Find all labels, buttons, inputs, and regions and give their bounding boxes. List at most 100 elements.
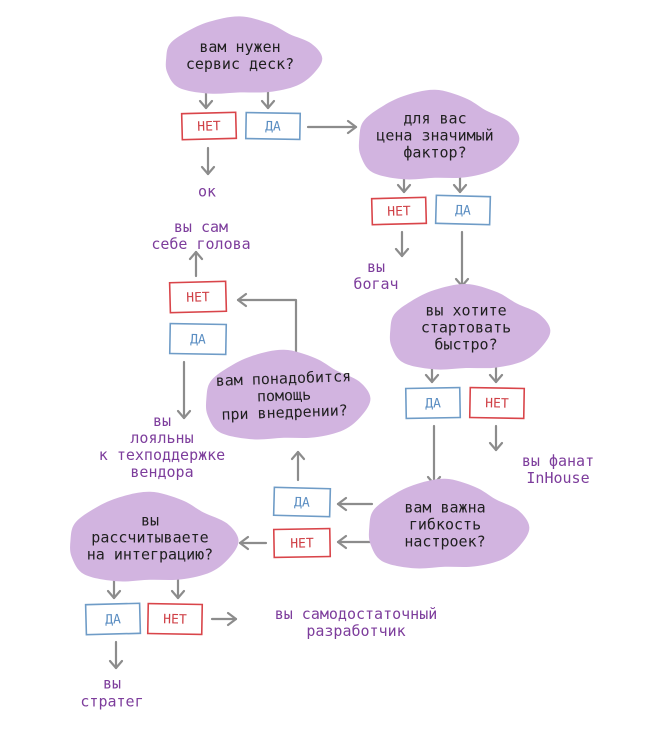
yes-box-q1-label: ДА <box>265 119 281 134</box>
question-text-q3-line-2: стартовать <box>421 319 511 337</box>
arrow-no-q3-to-inhouse <box>488 424 504 452</box>
outcome-own-head-line-2: себе голова <box>151 235 250 253</box>
question-bubble-q2 <box>358 89 520 180</box>
yes-box-q2: ДА <box>434 194 492 226</box>
no-box-q2-label: НЕТ <box>387 204 411 220</box>
no-box-q4: НЕТ <box>272 527 332 559</box>
outcome-loyal-line-2: лояльны <box>130 429 193 447</box>
yes-box-q5: ДА <box>168 322 228 356</box>
question-text-q4-line-1: вам важна <box>404 499 485 517</box>
answer-boxes-layer: НЕТ ДА НЕТ ДА ДА НЕТ НЕТ ДА ДА НЕТ ДА НЕТ <box>84 111 526 636</box>
outcome-rich-line-2: богач <box>353 275 398 293</box>
yes-box-q1: ДА <box>244 111 302 141</box>
no-box-q1-label: НЕТ <box>197 119 221 135</box>
outcome-inhouse-line-2: InHouse <box>526 469 589 487</box>
arrow-no-q6-to-selfsufficient <box>210 611 238 627</box>
question-bubble-q6 <box>70 491 239 582</box>
question-bubble-q5 <box>205 349 371 440</box>
question-text-q3-line-3: быстро? <box>434 336 497 354</box>
yes-box-q6-label: ДА <box>105 612 121 627</box>
question-text-q5-line-1: вам понадобится <box>215 367 351 390</box>
no-box-q1-frame <box>180 111 238 141</box>
yes-box-q2-frame <box>434 194 492 226</box>
no-box-q5-label: НЕТ <box>186 290 210 306</box>
arrow-yes-q3-to-q4 <box>426 424 442 486</box>
question-text-q6-line-3: на интеграцию? <box>87 546 213 564</box>
outcome-loyal-line-1: вы <box>153 412 171 430</box>
outcome-ok-line-1: ок <box>198 183 216 201</box>
no-box-q2: НЕТ <box>370 196 428 226</box>
outcome-own-head-line-1: вы сам <box>174 218 228 236</box>
arrow-q4-to-yes <box>336 496 374 512</box>
arrows-layer <box>106 82 504 670</box>
question-bubble-q3 <box>389 283 551 370</box>
question-text-q5-line-3: при внедрении? <box>221 401 348 423</box>
outcome-loyal-line-3: к техподдержке <box>99 446 225 464</box>
yes-box-q3: ДА <box>404 386 462 420</box>
arrow-no-q4-to-q6 <box>238 535 268 551</box>
outcome-selfsufficient-line-2: разработчик <box>306 622 405 640</box>
question-text-q2-line-3: фактор? <box>403 144 466 162</box>
yes-box-q1-frame <box>244 111 302 141</box>
yes-box-q3-frame <box>404 386 462 420</box>
outcome-rich-line-1: вы <box>367 258 385 276</box>
no-box-q6-label: НЕТ <box>163 612 187 627</box>
arrow-yes-q5-to-loyal <box>176 360 192 420</box>
yes-box-q6-frame <box>84 602 142 636</box>
question-text-q2-line-2: цена значимый <box>376 127 493 145</box>
arrow-no-q1-to-ok <box>200 146 216 176</box>
yes-box-q4: ДА <box>272 486 332 518</box>
no-box-q5-frame <box>168 280 228 314</box>
no-box-q1: НЕТ <box>180 111 238 141</box>
question-bubbles-layer <box>70 16 551 582</box>
yes-box-q4-frame <box>272 486 332 518</box>
yes-box-q3-label: ДА <box>425 396 441 411</box>
arrow-no-q5-to-own-head <box>188 250 204 278</box>
arrow-q4-to-no <box>336 534 378 550</box>
yes-box-q5-label: ДА <box>190 332 206 347</box>
arrow-q5-to-no-q5 <box>236 292 298 366</box>
no-box-q3: НЕТ <box>468 386 526 420</box>
no-box-q3-label: НЕТ <box>485 396 509 411</box>
question-bubble-q4 <box>368 478 530 569</box>
question-bubble-q1 <box>165 16 323 94</box>
yes-box-q4-label: ДА <box>294 495 310 510</box>
outcome-selfsufficient-line-1: вы самодостаточный <box>275 605 438 623</box>
yes-box-q6: ДА <box>84 602 142 636</box>
arrow-yes-q1-to-q2 <box>306 119 358 135</box>
question-text-q3-line-1: вы хотите <box>425 302 506 320</box>
yes-box-q2-label: ДА <box>455 203 471 218</box>
no-box-q6-frame <box>146 602 204 636</box>
yes-box-q5-frame <box>168 322 228 356</box>
no-box-q5: НЕТ <box>168 280 228 314</box>
outcome-loyal-line-4: вендора <box>130 463 193 481</box>
question-text-q6-line-2: рассчитываете <box>91 529 208 547</box>
question-text-q4-line-3: настроек? <box>404 533 485 551</box>
question-text-q5-line-2: помощь <box>257 386 312 406</box>
arrow-no-q2-to-rich <box>394 230 410 258</box>
no-box-q2-frame <box>370 196 428 226</box>
question-text-q6-line-1: вы <box>141 512 159 530</box>
no-box-q3-frame <box>468 386 526 420</box>
no-box-q6: НЕТ <box>146 602 204 636</box>
question-text-q4-line-2: гибкость <box>409 516 481 534</box>
outcome-ok: ок <box>198 183 216 201</box>
no-box-q4-frame <box>272 527 332 559</box>
arrow-yes-q6-to-strategist <box>108 640 124 670</box>
question-text-q2-line-1: для вас <box>403 110 466 128</box>
